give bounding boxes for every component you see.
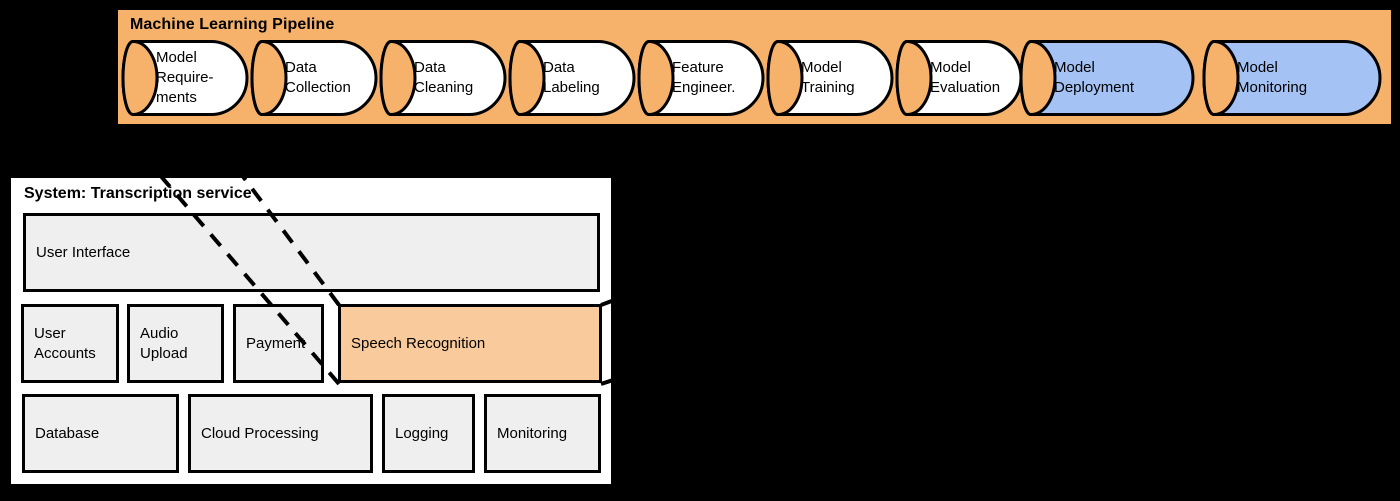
stage-label: Data Labeling bbox=[543, 59, 600, 96]
component-audio-upload: Audio Upload bbox=[127, 304, 224, 383]
component-monitoring: Monitoring bbox=[484, 394, 601, 473]
component-user-interface: User Interface bbox=[23, 213, 600, 292]
component-user-accounts: User Accounts bbox=[21, 304, 119, 383]
system-title: System: Transcription service bbox=[24, 185, 252, 202]
stage-label: Model Evaluation bbox=[930, 59, 1001, 96]
component-payment: Payment bbox=[233, 304, 324, 383]
stage-cylinder-cap bbox=[379, 39, 417, 117]
stage-label: Data Cleaning bbox=[414, 59, 474, 96]
stage-label: Model Training bbox=[801, 59, 855, 96]
component-speech-recognition: Speech Recognition bbox=[338, 304, 602, 383]
stage-label: Model Deployment bbox=[1054, 59, 1135, 96]
component-logging: Logging bbox=[382, 394, 475, 473]
pipeline-stages: Model Require- ments Data Collection Data … bbox=[118, 10, 1391, 124]
component-cloud-processing: Cloud Processing bbox=[188, 394, 373, 473]
stage-shape bbox=[379, 39, 507, 117]
pipeline-stage-model-monitoring: Model Monitoring bbox=[1202, 39, 1382, 117]
pipeline-stage-data-collection: Data Collection bbox=[250, 39, 378, 117]
ml-pipeline-banner: Machine Learning Pipeline Model Require-… bbox=[115, 7, 1394, 127]
pipeline-stage-feature-engineer: Feature Engineer. bbox=[637, 39, 765, 117]
pipeline-stage-model-deployment: Model Deployment bbox=[1019, 39, 1195, 117]
pipeline-stage-data-cleaning: Data Cleaning bbox=[379, 39, 507, 117]
pipeline-stage-model-require-ments: Model Require- ments bbox=[121, 39, 249, 117]
stage-label: Feature Engineer. bbox=[672, 59, 736, 96]
pipeline-stage-model-training: Model Training bbox=[766, 39, 894, 117]
stage-label: Data Collection bbox=[285, 59, 351, 96]
system-box: System: Transcription service User Inter… bbox=[8, 175, 614, 487]
pipeline-stage-model-evaluation: Model Evaluation bbox=[895, 39, 1023, 117]
stage-label: Model Require- ments bbox=[156, 49, 214, 106]
zoom-line-bottom-right bbox=[600, 123, 1394, 386]
pipeline-stage-data-labeling: Data Labeling bbox=[508, 39, 636, 117]
component-database: Database bbox=[22, 394, 179, 473]
stage-label: Model Monitoring bbox=[1237, 59, 1308, 96]
stage-cylinder-cap bbox=[508, 39, 546, 117]
